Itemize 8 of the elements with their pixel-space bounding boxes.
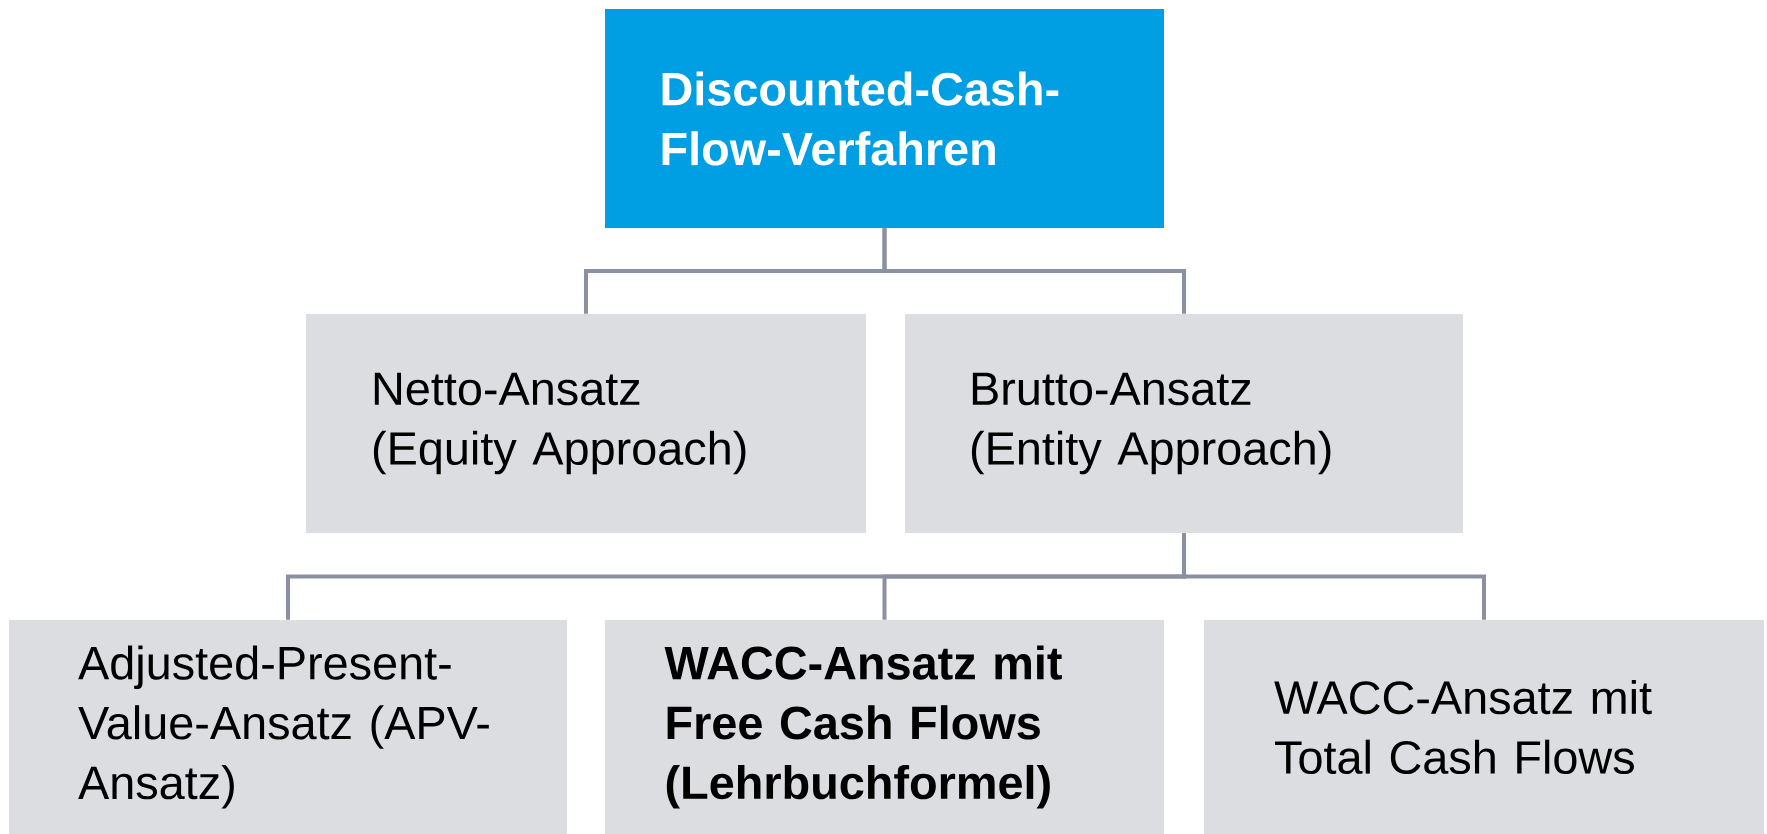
- connector-line: [882, 228, 1186, 314]
- method-box: WACC-Ansatz mit Total Cash Flows: [1204, 620, 1764, 834]
- method-box: WACC-Ansatz mit Free Cash Flows (Lehrbuchformel): [605, 620, 1164, 834]
- category-box: Brutto-Ansatz (Entity Approach): [905, 314, 1463, 533]
- connector-line: [1182, 533, 1486, 620]
- heading-box: Discounted-Cash-Flow-Verfahren: [605, 9, 1164, 228]
- method-box: Adjusted-Present-Value-Ansatz (APV-Ansatz): [9, 620, 567, 834]
- category-box: Netto-Ansatz (Equity Approach): [306, 314, 866, 533]
